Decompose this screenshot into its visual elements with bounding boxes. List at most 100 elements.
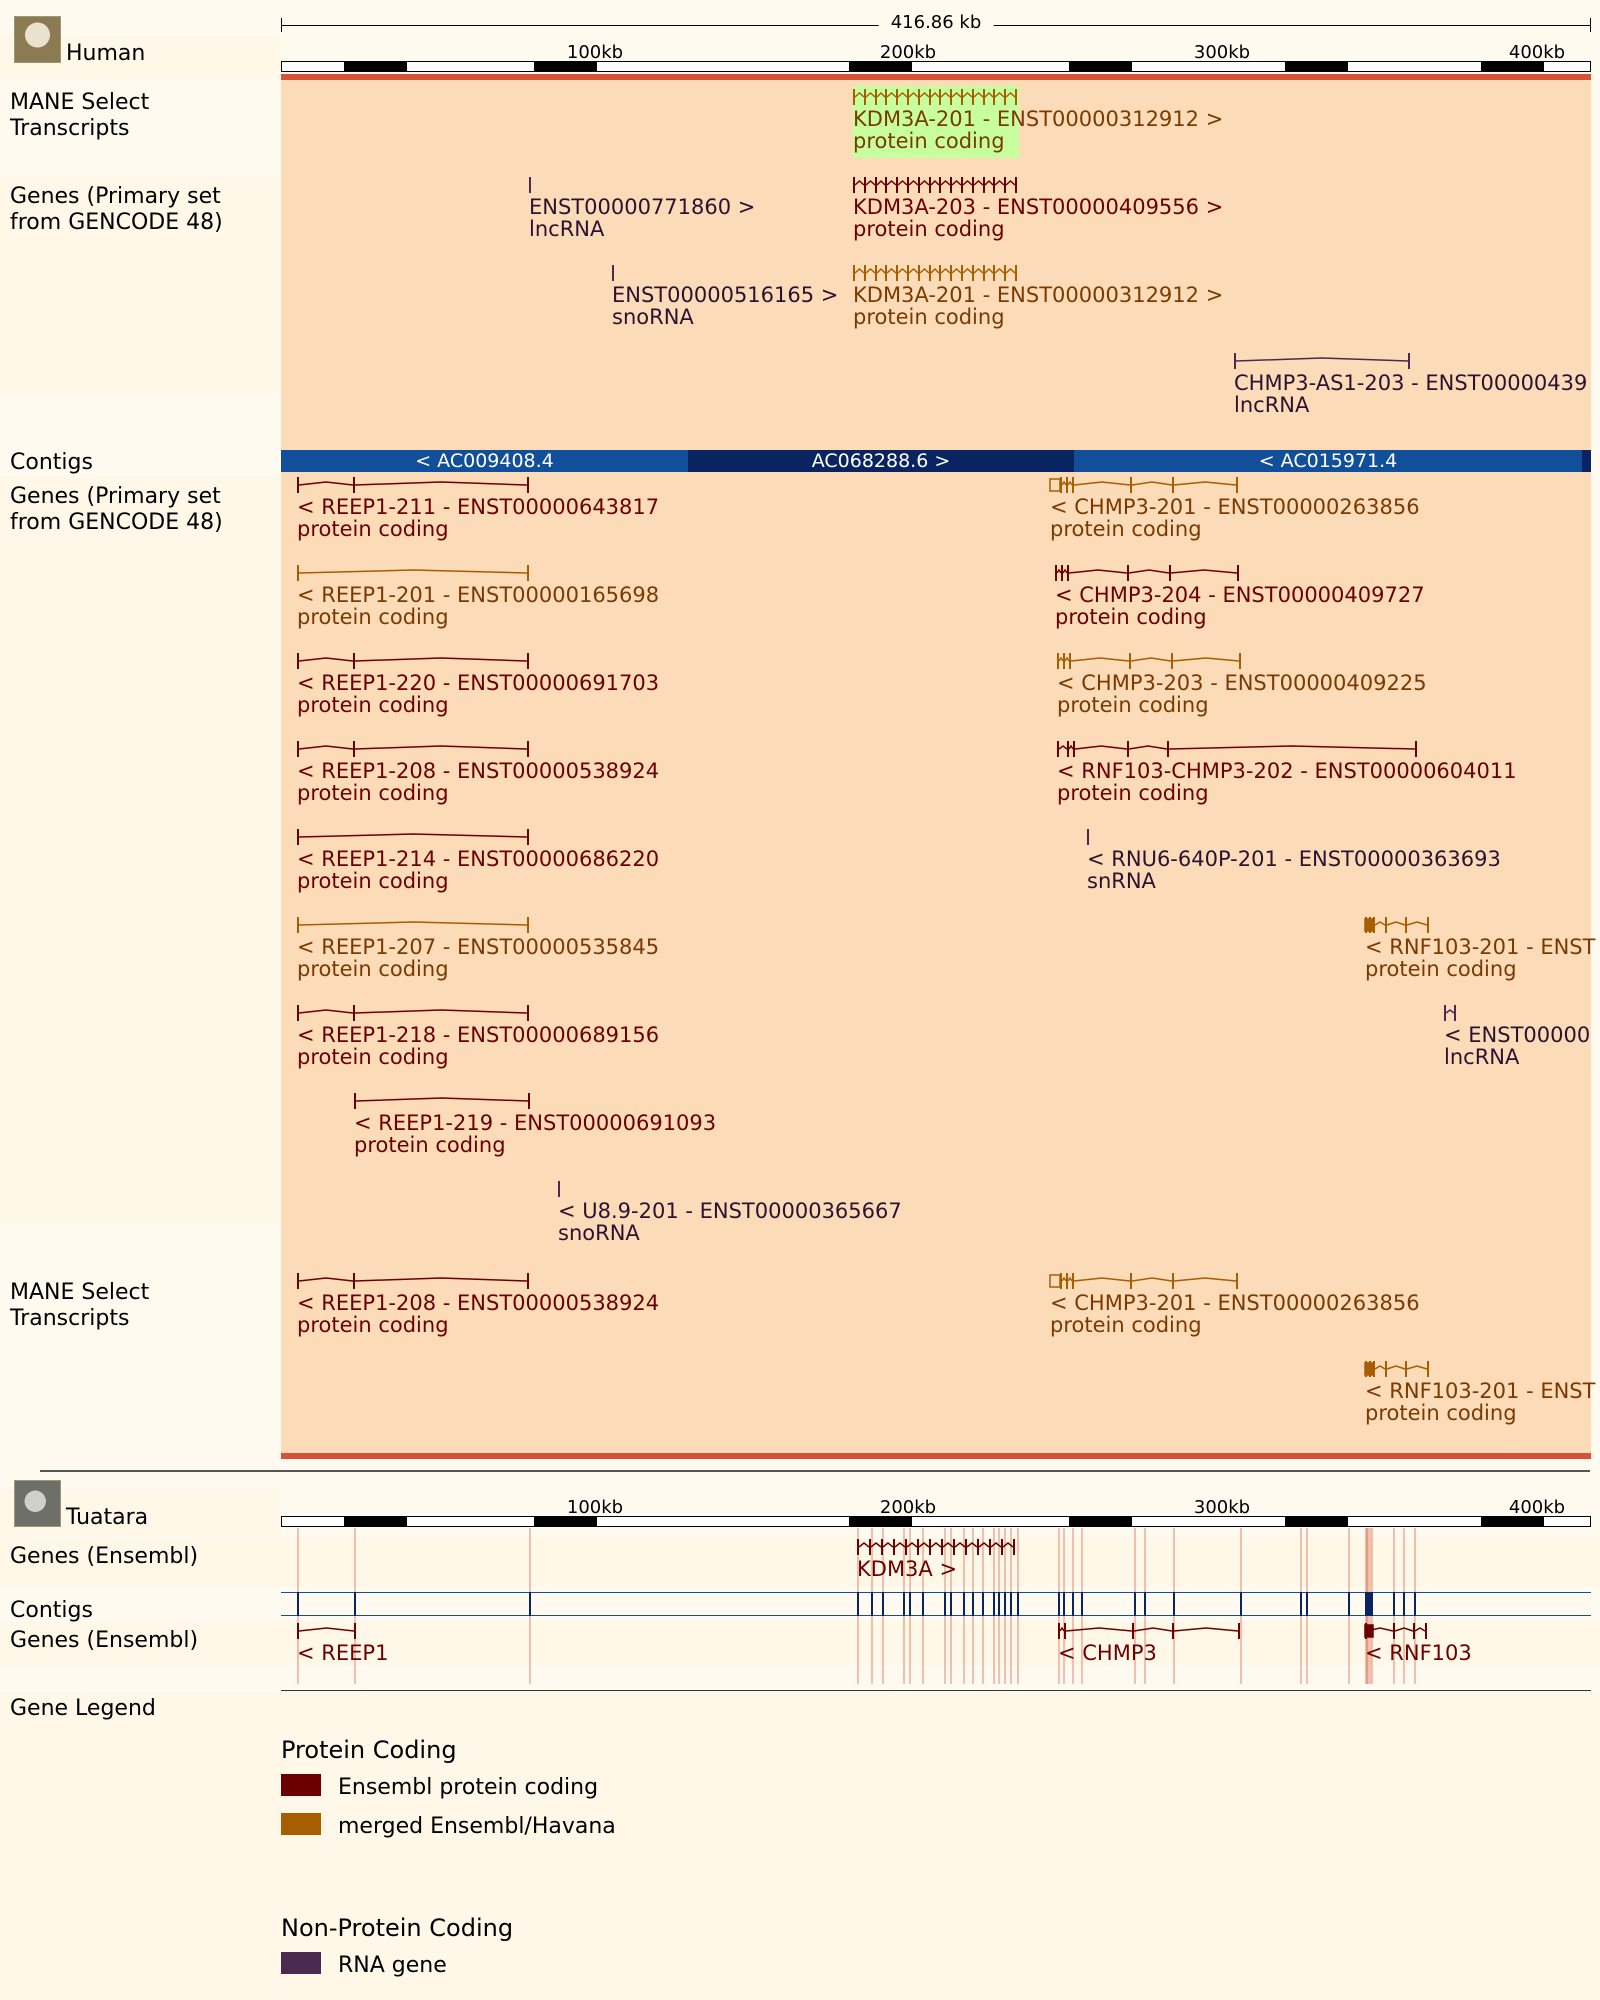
contig-ac015971[interactable]: < AC015971.4: [1074, 450, 1582, 472]
contig-boundary-mark: [1300, 1592, 1302, 1616]
transcript-glyph[interactable]: [297, 740, 529, 758]
tuatara-track-label-genes-bottom[interactable]: Genes (Ensembl): [10, 1628, 199, 1653]
contig-boundary-mark: [922, 1592, 924, 1616]
transcript-glyph[interactable]: [1049, 476, 1240, 494]
species-separator: [40, 1470, 1590, 1472]
gene-biotype: protein coding: [1050, 1313, 1202, 1337]
contig-boundary-mark: [354, 1592, 356, 1616]
transcript-glyph[interactable]: [853, 264, 1017, 282]
transcript-glyph[interactable]: [354, 1092, 530, 1110]
transcript-glyph[interactable]: [297, 476, 529, 494]
track-label-mane-top[interactable]: MANE Select Transcripts: [10, 90, 149, 142]
transcript-glyph[interactable]: [1364, 916, 1431, 934]
transcript-glyph[interactable]: [1364, 1360, 1431, 1378]
contig-boundary-mark: [903, 1592, 905, 1616]
kdm3a-highlight: [853, 86, 1019, 158]
contig-boundary-mark: [998, 1592, 1000, 1616]
gene-name: < REEP1-201 - ENST00000165698: [297, 583, 660, 607]
mane-top-label-line1: MANE Select: [10, 90, 150, 115]
gene-name: < CHMP3-203 - ENST00000409225: [1057, 671, 1427, 695]
tuatara-tick-100kb: 100kb: [566, 1497, 624, 1518]
transcript-glyph[interactable]: [857, 1538, 1015, 1556]
transcript-glyph[interactable]: [1444, 1004, 1456, 1022]
tuatara-track-label-genes-top[interactable]: Genes (Ensembl): [10, 1544, 199, 1569]
gene-biotype: protein coding: [297, 957, 449, 981]
track-label-mane-bottom[interactable]: MANE Select Transcripts: [10, 1280, 149, 1332]
gene-name: KDM3A-201 - ENST00000312912 >: [853, 283, 1224, 307]
tuatara-avatar[interactable]: [14, 1480, 61, 1527]
contig-ac068288[interactable]: AC068288.6 >: [688, 450, 1074, 472]
genes-top-label-line1: Genes (Primary set: [10, 184, 221, 209]
contig-boundary-mark: [909, 1592, 911, 1616]
transcript-glyph[interactable]: [1057, 652, 1243, 670]
track-label-genes-bottom[interactable]: Genes (Primary set from GENCODE 48): [10, 484, 223, 536]
gene-biotype: protein coding: [853, 129, 1005, 153]
gene-biotype: protein coding: [297, 869, 449, 893]
gene-name: < REEP1-207 - ENST00000535845: [297, 935, 660, 959]
gene-biotype: lncRNA: [1234, 393, 1310, 417]
legend-swatch-rna: [281, 1952, 321, 1974]
transcript-glyph[interactable]: [853, 88, 1017, 106]
track-label-genes-top[interactable]: Genes (Primary set from GENCODE 48): [10, 184, 223, 236]
transcript-glyph[interactable]: [1087, 828, 1091, 846]
contig-boundary-mark: [1072, 1592, 1074, 1616]
gene-biotype: protein coding: [1050, 517, 1202, 541]
human-avatar[interactable]: [14, 16, 61, 63]
transcript-glyph[interactable]: [297, 1272, 529, 1290]
contig-boundary-mark: [1058, 1592, 1060, 1616]
contig-boundary-mark: [1393, 1592, 1395, 1616]
contig-boundary-mark: [982, 1592, 984, 1616]
human-species-label[interactable]: Human: [66, 41, 146, 66]
gene-biotype: protein coding: [1057, 781, 1209, 805]
mane-top-track-bg: [0, 80, 281, 176]
tuatara-species-label[interactable]: Tuatara: [66, 1505, 149, 1530]
gene-name: ENST00000516165 >: [612, 283, 839, 307]
transcript-glyph[interactable]: [297, 828, 529, 846]
transcript-glyph[interactable]: [297, 1622, 356, 1640]
legend-label-ensembl-pc: Ensembl protein coding: [338, 1775, 599, 1800]
contig-boundary-mark: [1010, 1592, 1012, 1616]
tuatara-tick-200kb: 200kb: [879, 1497, 937, 1518]
gene-biotype: protein coding: [853, 305, 1005, 329]
tuatara-contig-track[interactable]: [281, 1592, 1591, 1616]
transcript-glyph[interactable]: [297, 1004, 529, 1022]
transcript-glyph[interactable]: [297, 564, 529, 582]
transcript-glyph[interactable]: [1058, 1622, 1240, 1640]
transcript-glyph[interactable]: [297, 916, 529, 934]
transcript-glyph[interactable]: [1364, 1622, 1427, 1640]
transcript-glyph[interactable]: [1055, 564, 1241, 582]
legend-protein-heading: Protein Coding: [281, 1736, 457, 1764]
gene-biotype: protein coding: [297, 1313, 449, 1337]
gene-biotype: protein coding: [1055, 605, 1207, 629]
mane-bottom-label-line2: Transcripts: [10, 1306, 130, 1331]
contig-boundary-mark: [1348, 1592, 1350, 1616]
gene-biotype: protein coding: [1365, 1401, 1517, 1425]
transcript-glyph[interactable]: [853, 176, 1017, 194]
transcript-glyph[interactable]: [612, 264, 616, 282]
gene-biotype: snRNA: [1087, 869, 1156, 893]
gene-biotype: protein coding: [1365, 957, 1517, 981]
transcript-glyph[interactable]: [1049, 1272, 1240, 1290]
track-label-contigs[interactable]: Contigs: [10, 450, 93, 475]
human-tick-300kb: 300kb: [1193, 42, 1251, 63]
contig-boundary-mark: [1173, 1592, 1175, 1616]
tuatara-track-label-contigs[interactable]: Contigs: [10, 1598, 93, 1623]
transcript-glyph[interactable]: [297, 652, 529, 670]
legend-label-rna: RNA gene: [338, 1953, 447, 1978]
transcript-glyph[interactable]: [1234, 352, 1410, 370]
tuatara-tick-400kb: 400kb: [1508, 1497, 1566, 1518]
contig-ac009408[interactable]: < AC009408.4: [281, 450, 688, 472]
gene-name: < CHMP3-201 - ENST00000263856: [1050, 1291, 1420, 1315]
transcript-glyph[interactable]: [529, 176, 533, 194]
transcript-glyph[interactable]: [558, 1180, 562, 1198]
gene-name: < RNF103-CHMP3-202 - ENST00000604011: [1057, 759, 1517, 783]
gene-biotype: protein coding: [1057, 693, 1209, 717]
genes-bottom-label-line1: Genes (Primary set: [10, 484, 221, 509]
transcript-glyph[interactable]: [1057, 740, 1419, 758]
